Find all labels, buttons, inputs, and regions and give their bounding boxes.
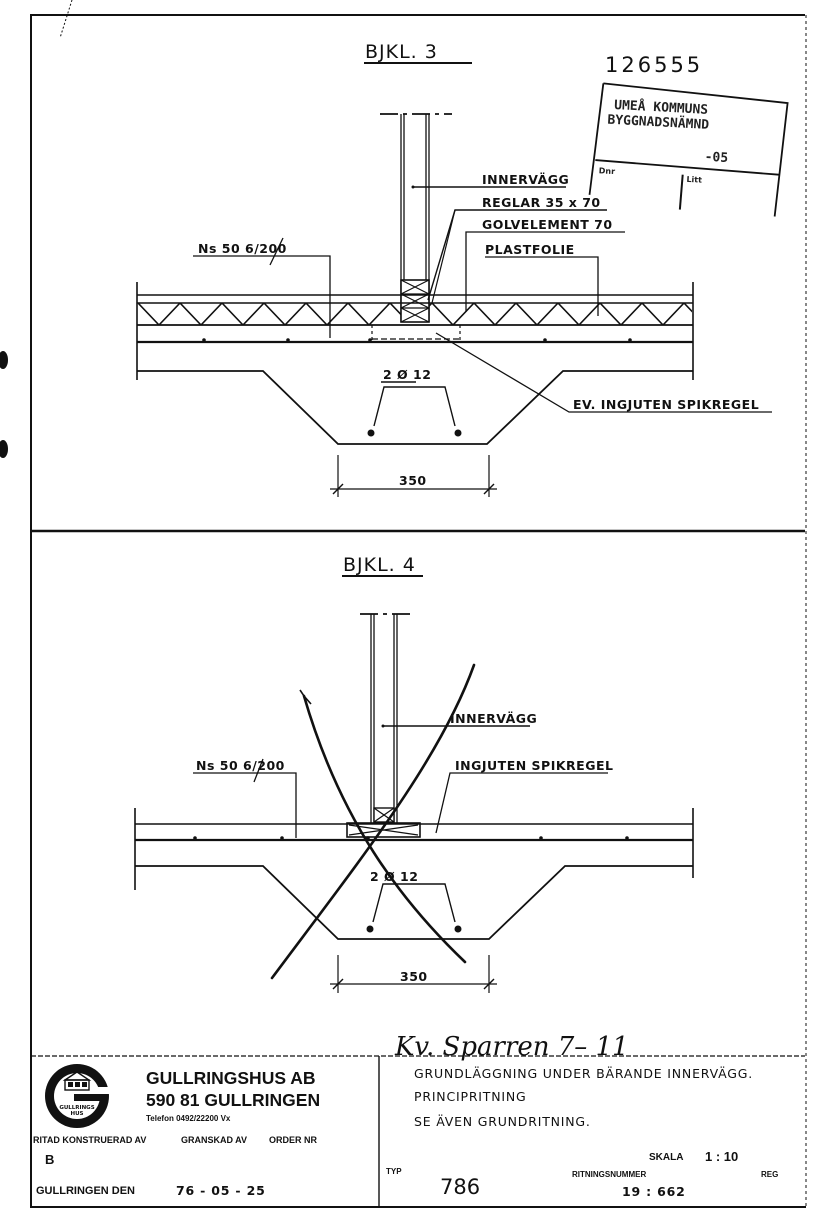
fold-mark bbox=[59, 0, 73, 39]
cross-out-mark bbox=[270, 663, 476, 980]
leaders-4 bbox=[193, 724, 608, 838]
drawing-id: 126555 bbox=[605, 53, 703, 77]
floor-slab-4 bbox=[134, 808, 694, 993]
dimension-350-4: 350 bbox=[400, 969, 428, 984]
punch-hole bbox=[0, 440, 8, 458]
label-rebar-3: 2 Ø 12 bbox=[383, 367, 431, 382]
stamp-line-2: BYGGNADSNÄMND bbox=[607, 112, 710, 133]
label-mesh-3: Ns 50 6/200 bbox=[198, 241, 287, 256]
drawn-by-value: B bbox=[45, 1152, 54, 1167]
label-innervagg-3: INNERVÄGG bbox=[482, 172, 569, 187]
stamp-litt-label: Litt bbox=[686, 175, 702, 185]
reg-label: REG bbox=[761, 1170, 778, 1179]
label-golvelement: GOLVELEMENT 70 bbox=[482, 217, 613, 232]
leaders-3 bbox=[193, 185, 772, 413]
stamp-line-1: UMEÅ KOMMUNS bbox=[614, 97, 709, 118]
company-address: 590 81 GULLRINGEN bbox=[146, 1090, 320, 1110]
header-order-nr: ORDER NR bbox=[269, 1135, 318, 1145]
drawing-number: 19 : 662 bbox=[622, 1184, 686, 1199]
company-name: GULLRINGSHUS AB bbox=[146, 1068, 316, 1088]
company-phone: Telefon 0492/22200 Vx bbox=[146, 1114, 231, 1123]
description-line-3: SE ÄVEN GRUNDRITNING. bbox=[414, 1114, 591, 1129]
logo-text-1: GULLRINGS bbox=[59, 1105, 94, 1111]
municipal-stamp: UMEÅ KOMMUNS BYGGNADSNÄMND -05 Dnr Litt bbox=[588, 82, 789, 217]
inner-wall-4 bbox=[346, 613, 421, 838]
stamp-dnr-label: Dnr bbox=[599, 166, 616, 176]
place-date-label: GULLRINGEN DEN bbox=[36, 1185, 135, 1197]
scale-label: SKALA bbox=[649, 1152, 683, 1163]
stamp-date: -05 bbox=[704, 150, 728, 166]
typ-value: 786 bbox=[440, 1175, 480, 1199]
typ-label: TYP bbox=[386, 1167, 402, 1176]
dimension-350-3: 350 bbox=[399, 473, 427, 488]
punch-hole bbox=[0, 351, 8, 369]
company-logo: GULLRINGS HUS bbox=[45, 1064, 111, 1128]
label-rebar-4: 2 Ø 12 bbox=[370, 869, 418, 884]
header-drawn-by: RITAD KONSTRUERAD AV bbox=[33, 1135, 146, 1145]
label-innervagg-4: INNERVÄGG bbox=[450, 711, 537, 726]
sheet-border bbox=[30, 0, 807, 1208]
detail-3-title: BJKL. 3 bbox=[365, 41, 438, 63]
handwritten-note: Kv. Sparren 7– 11 bbox=[394, 1032, 629, 1062]
inner-wall bbox=[380, 113, 452, 323]
description-line-2: PRINCIPRITNING bbox=[414, 1089, 527, 1104]
label-plastfolie: PLASTFOLIE bbox=[485, 242, 575, 257]
detail-4-title: BJKL. 4 bbox=[343, 554, 416, 576]
drawing-date: 76 - 05 - 25 bbox=[176, 1183, 266, 1198]
detail-4: BJKL. 4 bbox=[134, 554, 694, 993]
floor-slab-3 bbox=[136, 282, 694, 497]
drawing-number-label: RITNINGSNUMMER bbox=[572, 1170, 646, 1179]
scale-value: 1 : 10 bbox=[705, 1149, 738, 1164]
description-line-1: GRUNDLÄGGNING UNDER BÄRANDE INNERVÄGG. bbox=[414, 1066, 753, 1081]
label-reglar: REGLAR 35 x 70 bbox=[482, 195, 601, 210]
label-spikregel-4: INGJUTEN SPIKREGEL bbox=[455, 758, 613, 773]
label-mesh-4: Ns 50 6/200 bbox=[196, 758, 285, 773]
title-block: GULLRINGS HUS GULLRINGSHUS AB 590 81 GUL… bbox=[31, 1055, 805, 1207]
logo-text-2: HUS bbox=[70, 1111, 83, 1117]
detail-3: BJKL. 3 126555 UMEÅ KOMMUNS BYGGNADSNÄMN… bbox=[136, 41, 789, 497]
label-spikregel-3: EV. INGJUTEN SPIKREGEL bbox=[573, 397, 759, 412]
header-checked-by: GRANSKAD AV bbox=[181, 1135, 247, 1145]
